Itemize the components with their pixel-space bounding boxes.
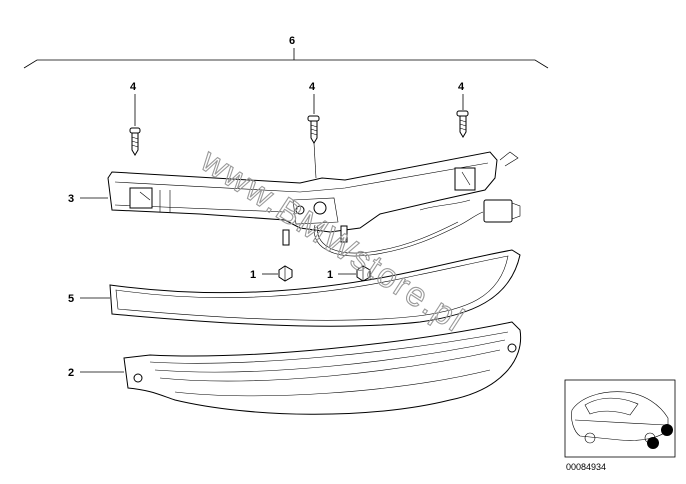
- callout-5: 5: [68, 293, 74, 305]
- callout-4-left: 4: [130, 81, 137, 93]
- callout-6: 6: [289, 35, 295, 47]
- studs: [282, 225, 348, 246]
- screw-center: [307, 94, 320, 179]
- locator-dot-left: [647, 437, 659, 449]
- assembly-bracket: [23, 48, 549, 69]
- callout-1-left: 1: [250, 269, 256, 281]
- nut-right: [338, 265, 371, 282]
- gasket: [109, 249, 521, 327]
- callout-4-right: 4: [458, 81, 465, 93]
- diagram-code: 00084934: [566, 462, 606, 472]
- callout-2: 2: [68, 367, 74, 379]
- car-thumbnail: [564, 379, 676, 458]
- locator-dot-right: [661, 424, 673, 436]
- screw-left: [129, 94, 141, 156]
- lens: [123, 321, 522, 415]
- lamp-housing: [107, 151, 519, 233]
- callout-1-right: 1: [327, 269, 333, 281]
- screw-right: [456, 94, 469, 138]
- callout-3: 3: [68, 193, 74, 205]
- callout-4-center: 4: [309, 81, 316, 93]
- wire-harness: [313, 199, 521, 257]
- nut-left: [262, 265, 293, 282]
